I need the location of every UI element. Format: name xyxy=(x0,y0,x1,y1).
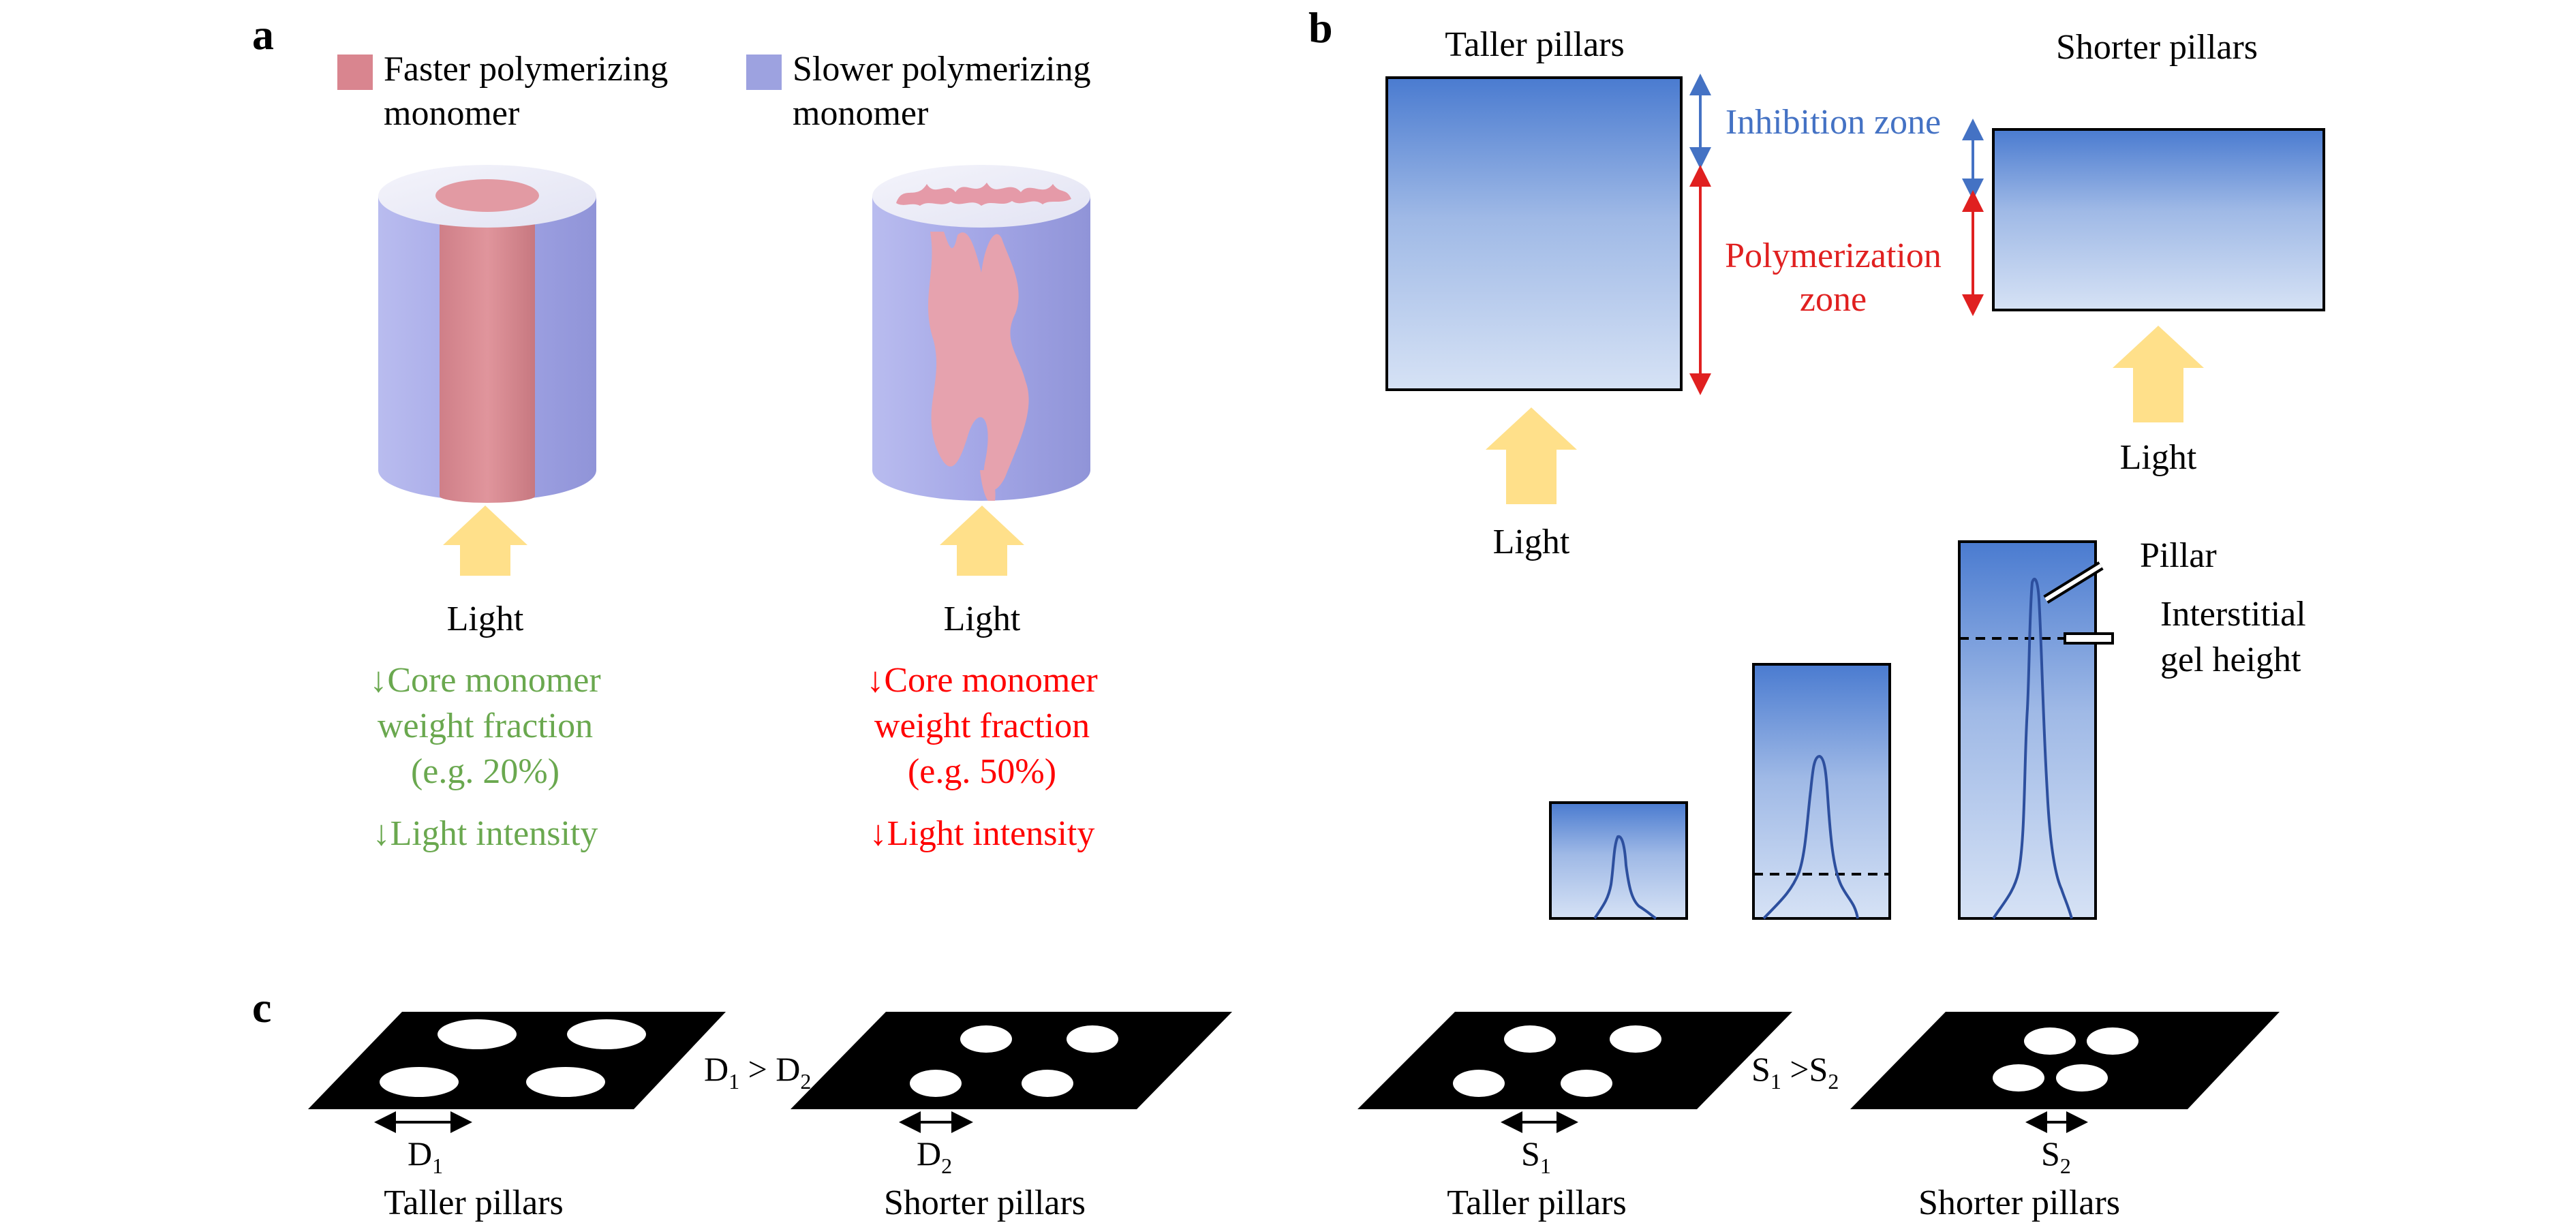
panel-a-label: a xyxy=(252,10,274,59)
left-condition-line-2: weight fraction xyxy=(378,707,593,745)
caption-shorter-pillars-s: Shorter pillars xyxy=(1918,1183,2120,1222)
cylinder-straight-core xyxy=(378,165,596,503)
light-label-short: Light xyxy=(2120,438,2197,477)
polymerization-zone-label-2: zone xyxy=(1800,280,1867,319)
panel-b: b Taller pillars Shorter pillars Inhibit… xyxy=(1308,3,2325,920)
caption-shorter-pillars-d: Shorter pillars xyxy=(884,1183,1086,1222)
pillar-label: Pillar xyxy=(2140,536,2217,575)
shorter-resin-box xyxy=(1992,128,2325,311)
legend-faster-label-1: Faster polymerizing xyxy=(384,50,668,89)
panel-c-label: c xyxy=(252,983,271,1032)
interstitial-label-2: gel height xyxy=(2160,640,2301,679)
mask-plate-d2 xyxy=(791,1012,1232,1109)
inhibition-zone-label: Inhibition zone xyxy=(1726,103,1941,142)
caption-taller-pillars-d: Taller pillars xyxy=(384,1183,563,1222)
panel-b-label: b xyxy=(1308,3,1333,52)
polymerization-zone-label-1: Polymerization xyxy=(1725,236,1942,275)
light-label-right: Light xyxy=(944,600,1021,638)
shorter-pillars-title: Shorter pillars xyxy=(2056,28,2258,67)
d1-label: D1 xyxy=(408,1134,443,1178)
light-arrow-tall xyxy=(1486,407,1577,504)
caption-taller-pillars-s: Taller pillars xyxy=(1447,1183,1626,1222)
light-arrow-left xyxy=(443,506,527,576)
left-light-intensity: ↓Light intensity xyxy=(373,814,598,853)
legend-slower-swatch xyxy=(746,55,782,90)
left-conditions: ↓Core monomer weight fraction (e.g. 20%)… xyxy=(369,661,600,853)
right-light-intensity: ↓Light intensity xyxy=(870,814,1095,853)
right-condition-line-3: (e.g. 50%) xyxy=(908,752,1056,791)
d2-label: D2 xyxy=(917,1134,952,1178)
right-condition-line-1: ↓Core monomer xyxy=(866,661,1097,700)
left-condition-line-1: ↓Core monomer xyxy=(369,661,600,700)
pillar-growth-stage-1 xyxy=(1549,801,1688,920)
s2-label: S2 xyxy=(2041,1134,2071,1178)
right-condition-line-2: weight fraction xyxy=(874,707,1090,745)
taller-resin-box xyxy=(1385,76,1683,391)
legend-slower-label-2: monomer xyxy=(793,94,928,133)
cylinder-fingered-core xyxy=(872,165,1090,501)
s1-label: S1 xyxy=(1521,1134,1551,1178)
light-arrow-short xyxy=(2113,326,2204,422)
legend-slower-label-1: Slower polymerizing xyxy=(793,50,1091,89)
s-comparison: S1 >S2 xyxy=(1751,1050,1839,1094)
interstitial-label-1: Interstitial xyxy=(2160,595,2306,634)
taller-pillars-title: Taller pillars xyxy=(1445,25,1624,64)
legend-faster-swatch xyxy=(337,55,373,90)
d-comparison: D1 > D2 xyxy=(704,1050,811,1094)
light-arrow-right xyxy=(940,506,1024,576)
panel-c: c D1 D1 > D2 D2 xyxy=(252,983,2280,1222)
right-conditions: ↓Core monomer weight fraction (e.g. 50%)… xyxy=(866,661,1097,853)
light-label-tall: Light xyxy=(1493,523,1570,561)
interstitial-callout-marker xyxy=(2064,632,2114,645)
mask-plate-d1 xyxy=(308,1012,726,1109)
panel-a: a Faster polymerizing monomer Slower pol… xyxy=(252,10,1098,853)
pillar-callout-line-inner xyxy=(2044,563,2102,602)
legend-faster-label-2: monomer xyxy=(384,94,519,133)
light-label-left: Light xyxy=(447,600,524,638)
pillar-growth-stage-3 xyxy=(1958,540,2097,920)
pillar-growth-stage-2 xyxy=(1752,663,1891,920)
left-condition-line-3: (e.g. 20%) xyxy=(411,752,559,791)
mask-plate-s2 xyxy=(1850,1012,2280,1109)
mask-plate-s1 xyxy=(1358,1012,1792,1109)
